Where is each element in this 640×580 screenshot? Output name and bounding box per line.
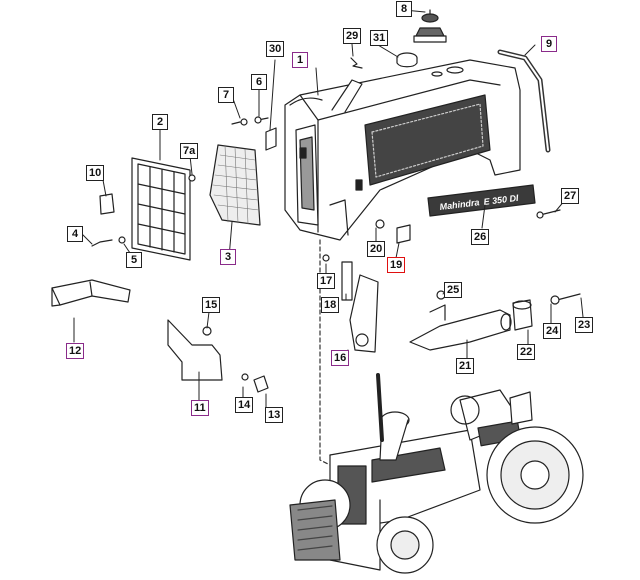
front-grille[interactable]	[131, 157, 191, 261]
callout-9[interactable]: 9	[541, 36, 557, 52]
bracket-left[interactable]	[51, 279, 131, 307]
callout-26[interactable]: 26	[471, 229, 490, 245]
callout-18[interactable]: 18	[321, 297, 340, 313]
hood-bracket[interactable]	[265, 127, 277, 151]
clip[interactable]	[350, 57, 363, 69]
callout-7[interactable]: 7	[218, 87, 234, 103]
grille-mesh[interactable]	[209, 144, 261, 226]
hood-assembly[interactable]	[284, 59, 521, 241]
callout-29[interactable]: 29	[343, 28, 362, 44]
callout-14[interactable]: 14	[235, 397, 254, 413]
rubber-mount[interactable]	[512, 299, 533, 331]
model-decal[interactable]: Mahindra E 350 DI	[427, 184, 536, 217]
callout-2[interactable]: 2	[152, 114, 168, 130]
callout-6[interactable]: 6	[251, 74, 267, 90]
callout-31[interactable]: 31	[370, 30, 389, 46]
callout-12[interactable]: 12	[66, 343, 85, 359]
callout-10[interactable]: 10	[86, 165, 105, 181]
tractor-illustration	[289, 373, 584, 574]
callout-4[interactable]: 4	[67, 226, 83, 242]
callout-7a[interactable]: 7a	[180, 143, 199, 159]
radiator-cap[interactable]	[413, 9, 447, 43]
exhaust-pipe[interactable]	[409, 304, 512, 351]
callout-20[interactable]: 20	[367, 241, 386, 257]
bolt[interactable]	[91, 116, 581, 393]
callout-15[interactable]: 15	[202, 297, 221, 313]
callout-1[interactable]: 1	[292, 52, 308, 68]
svg-text:Mahindra: Mahindra	[439, 197, 480, 212]
callout-11[interactable]: 11	[191, 400, 209, 416]
hood-hinge[interactable]	[341, 261, 379, 353]
filler-cap[interactable]	[396, 52, 418, 68]
bracket-middle[interactable]	[167, 319, 223, 381]
svg-text:E 350 DI: E 350 DI	[483, 193, 519, 207]
callout-13[interactable]: 13	[265, 407, 284, 423]
callout-19[interactable]: 19	[387, 257, 406, 273]
callout-23[interactable]: 23	[575, 317, 594, 333]
callout-5[interactable]: 5	[126, 252, 142, 268]
callout-3[interactable]: 3	[220, 249, 236, 265]
callout-8[interactable]: 8	[396, 1, 412, 17]
callout-16[interactable]: 16	[331, 350, 350, 366]
callout-22[interactable]: 22	[517, 344, 536, 360]
callout-21[interactable]: 21	[456, 358, 475, 374]
callout-27[interactable]: 27	[561, 188, 580, 204]
emblem[interactable]	[99, 193, 115, 215]
callout-25[interactable]: 25	[444, 282, 463, 298]
callout-30[interactable]: 30	[266, 41, 285, 57]
callout-17[interactable]: 17	[317, 273, 336, 289]
callout-24[interactable]: 24	[543, 323, 562, 339]
